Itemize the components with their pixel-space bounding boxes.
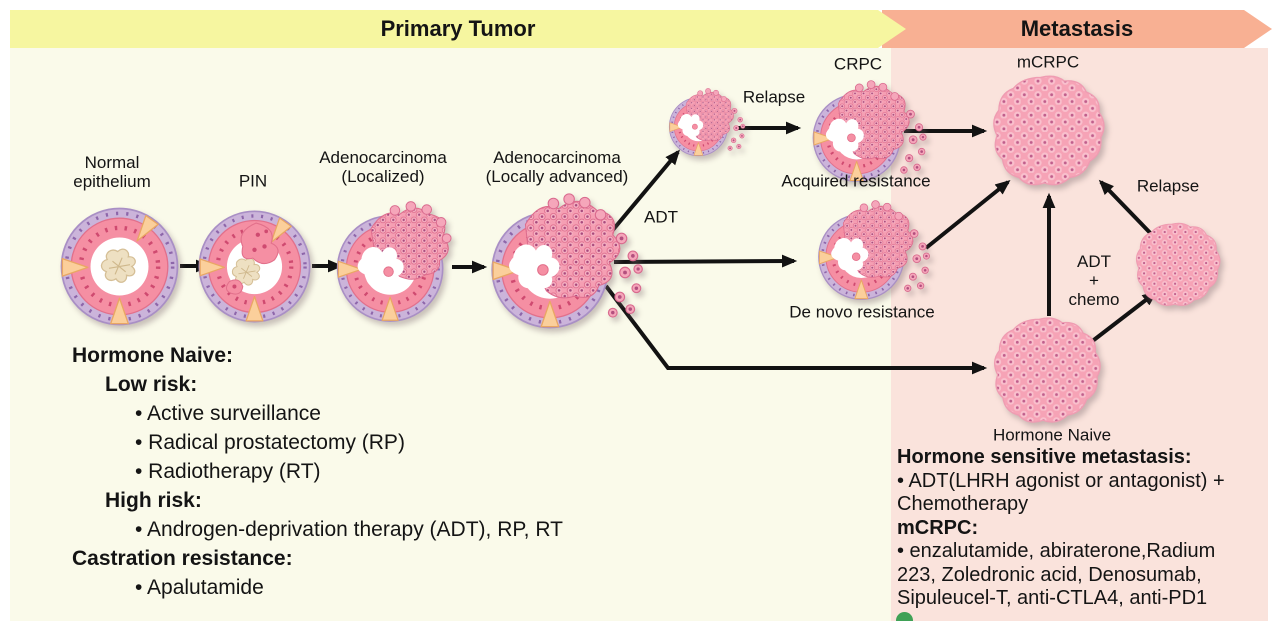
arrow-adt-to-de-novo [613,254,798,268]
treatment-line: • Radiotherapy (RT) [135,460,321,483]
treatment-line: • Apalutamide [135,576,264,599]
label-pin: PIN [238,171,268,191]
primary-tumor-background [10,48,891,621]
treatment-line: 223, Zoledronic acid, Denosumab, [897,563,1202,586]
treatment-line: mCRPC: [897,516,979,539]
treatment-line: • ADT(LHRH agonist or antagonist) + [897,469,1225,492]
mcrpc-tumor-blob [993,75,1105,186]
arrows [180,121,1160,375]
de-novo-resistance-cell [819,201,930,300]
arrow-hormone-naive-to-relapse-blob [1084,291,1158,348]
treatment-line: • enzalutamide, abiraterone,Radium [897,540,1216,562]
primary-tumor-banner-title: Primary Tumor [380,16,536,41]
label-relapse-metastasis: Relapse [1136,176,1200,196]
treatment-line: Low risk: [105,373,198,396]
arrow-adt-to-relapse-cell [610,149,681,233]
metastasis-treatment-list: Hormone sensitive metastasis: • ADT(LHRH… [897,446,1271,611]
arrow-advanced-to-hormone-naive [604,284,988,375]
label-adenocarcinoma-localized: Adenocarcinoma (Localized) [319,147,447,186]
normal-epithelium-cell [62,209,178,325]
primary-treatment-list: Hormone Naive: Low risk: • Active survei… [72,341,563,602]
treatment-line: Hormone sensitive metastasis: [897,446,1192,468]
relapse-cell [669,88,745,155]
relapse-tumor-blob [1135,222,1221,307]
treatment-line: High risk: [105,489,202,512]
label-normal-epithelium: Normal epithelium [73,152,151,191]
label-acquired-resistance: Acquired resistance [781,171,931,191]
adenocarcinoma-localized-cell [338,202,451,321]
label-adt-plus-chemo: ADT + chemo [1068,252,1120,310]
label-mcrpc: mCRPC [1016,52,1080,72]
label-adt: ADT [644,207,678,227]
label-de-novo-resistance: De novo resistance [789,302,935,322]
treatment-line: • Androgen-deprivation therapy (ADT), RP… [135,518,563,541]
treatment-line: • Active surveillance [135,402,321,425]
pin-cell [199,211,309,321]
treatment-line: Chemotherapy [897,493,1029,515]
label-relapse-primary: Relapse [742,87,806,107]
hormone-naive-tumor-blob [993,317,1101,423]
metastasis-banner: Metastasis [882,10,1272,48]
arrow-relapse-blob-to-mcrpc [1098,179,1160,243]
treatment-line: Sipuleucel-T, anti-CTLA4, anti-PD1 [897,587,1208,609]
label-crpc: CRPC [833,54,883,74]
arrow-de-novo-to-mcrpc [924,179,1011,250]
primary-tumor-banner: Primary Tumor [10,10,906,48]
treatment-line: • Radical prostatectomy (RP) [135,431,405,454]
metastasis-banner-title: Metastasis [1020,16,1134,41]
treatment-line: Castration resistance: [72,547,293,570]
green-dot [896,612,913,621]
label-hormone-naive: Hormone Naive [992,425,1112,445]
label-adenocarcinoma-locally-advanced: Adenocarcinoma (Locally advanced) [485,147,629,186]
treatment-line: Hormone Naive: [72,344,234,367]
